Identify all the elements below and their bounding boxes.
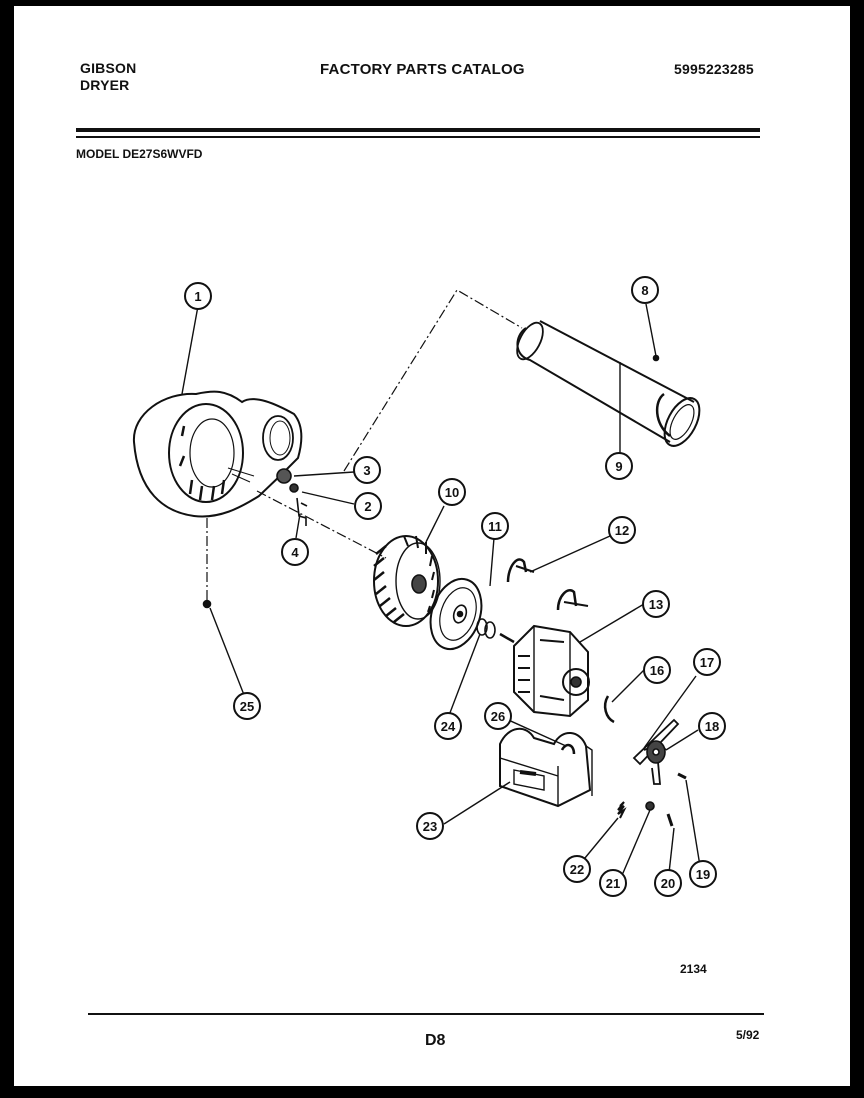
callout-2[interactable]: 2 xyxy=(354,492,382,520)
blower-housing-part xyxy=(132,390,303,518)
revision-date: 5/92 xyxy=(736,1028,760,1042)
catalog-page: GIBSON DRYER FACTORY PARTS CATALOG 59952… xyxy=(14,6,850,1086)
idler-hook-part xyxy=(603,695,615,724)
exhaust-duct-part xyxy=(516,320,701,447)
callout-22[interactable]: 22 xyxy=(563,855,591,883)
callout-label: 25 xyxy=(240,699,254,714)
callout-label: 1 xyxy=(194,289,201,304)
callout-label: 24 xyxy=(441,719,456,734)
callout-8[interactable]: 8 xyxy=(631,276,659,304)
catalog-title: FACTORY PARTS CATALOG xyxy=(320,61,525,78)
appliance-type: DRYER xyxy=(80,77,130,93)
idler-spring-part xyxy=(617,801,627,819)
leader-lines xyxy=(181,303,701,883)
callout-24[interactable]: 24 xyxy=(434,712,462,740)
callout-16[interactable]: 16 xyxy=(643,656,671,684)
drive-motor-part xyxy=(499,624,590,718)
callout-label: 12 xyxy=(615,523,629,538)
callout-9[interactable]: 9 xyxy=(605,452,633,480)
assembly-guide-lines xyxy=(206,289,523,604)
drive-pulley-part xyxy=(429,577,483,651)
callout-label: 13 xyxy=(649,597,663,612)
callout-label: 8 xyxy=(641,283,648,298)
page-number: D8 xyxy=(425,1032,446,1049)
header-rule-thick xyxy=(76,128,760,132)
callout-4[interactable]: 4 xyxy=(281,538,309,566)
brand-block: GIBSON DRYER xyxy=(80,60,136,94)
motor-mount-part xyxy=(499,728,593,808)
callout-25[interactable]: 25 xyxy=(233,692,261,720)
washer-part xyxy=(476,618,496,639)
callout-26[interactable]: 26 xyxy=(484,702,512,730)
callout-label: 11 xyxy=(488,519,502,534)
callouts-group: 1 2 3 4 8 9 10 xyxy=(184,276,726,897)
callout-label: 18 xyxy=(705,719,719,734)
callout-label: 26 xyxy=(491,709,505,724)
header-rule-thin xyxy=(76,136,760,138)
callout-19[interactable]: 19 xyxy=(689,860,717,888)
callout-17[interactable]: 17 xyxy=(693,648,721,676)
motor-clip-part xyxy=(506,558,589,611)
idler-pulley-part xyxy=(646,740,666,764)
model-number: MODEL DE27S6WVFD xyxy=(76,147,203,161)
callout-label: 21 xyxy=(606,876,620,891)
exploded-parts-diagram: 1 2 3 4 8 9 10 xyxy=(132,276,726,897)
washer-small-part xyxy=(666,813,674,827)
callout-label: 9 xyxy=(615,459,622,474)
callout-label: 17 xyxy=(700,655,714,670)
callout-20[interactable]: 20 xyxy=(654,869,682,897)
bearing-part xyxy=(276,468,299,493)
callout-label: 10 xyxy=(445,485,459,500)
screw-part xyxy=(677,772,687,780)
callout-10[interactable]: 10 xyxy=(438,478,466,506)
callout-11[interactable]: 11 xyxy=(481,512,509,540)
brand-name: GIBSON xyxy=(80,60,137,76)
blower-wheel-part xyxy=(373,535,441,627)
footer-rule xyxy=(88,1013,764,1015)
callout-21[interactable]: 21 xyxy=(599,869,627,897)
nut-part xyxy=(645,801,655,811)
callout-1[interactable]: 1 xyxy=(184,282,212,310)
callout-label: 19 xyxy=(696,867,710,882)
callout-label: 23 xyxy=(423,819,437,834)
callout-12[interactable]: 12 xyxy=(608,516,636,544)
callout-label: 22 xyxy=(570,862,584,877)
callout-13[interactable]: 13 xyxy=(642,590,670,618)
callout-label: 16 xyxy=(650,663,664,678)
callout-23[interactable]: 23 xyxy=(416,812,444,840)
catalog-part-number: 5995223285 xyxy=(674,61,754,77)
drawing-number: 2134 xyxy=(680,962,707,976)
callout-label: 3 xyxy=(363,463,370,478)
housing-screw-part xyxy=(202,599,212,609)
callout-label: 20 xyxy=(661,876,675,891)
callout-label: 2 xyxy=(364,499,371,514)
bracket-part xyxy=(296,497,308,526)
callout-label: 4 xyxy=(291,545,299,560)
callout-3[interactable]: 3 xyxy=(353,456,381,484)
callout-18[interactable]: 18 xyxy=(698,712,726,740)
